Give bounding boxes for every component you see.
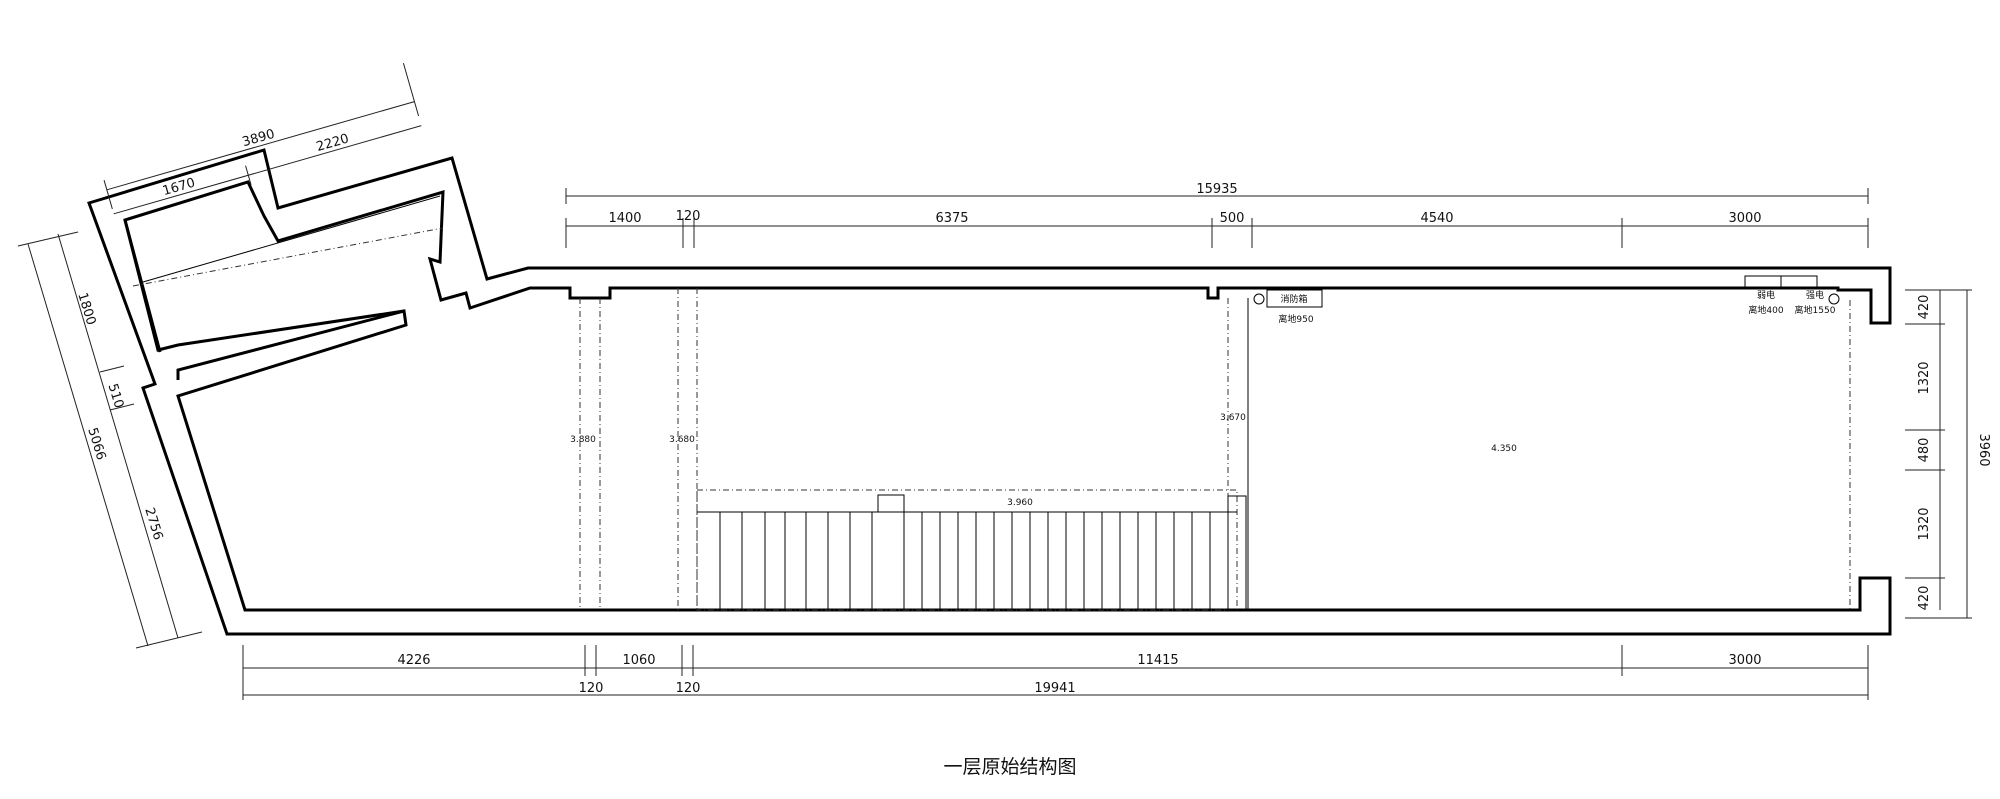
height-label: 3.680 <box>669 435 695 445</box>
height-label: 4.350 <box>1491 444 1517 454</box>
dim-label: 19941 <box>1034 681 1075 696</box>
dim-label: 6375 <box>935 211 968 226</box>
height-label: 3.670 <box>1220 413 1246 423</box>
dim-label: 120 <box>676 209 701 224</box>
pipe-circle-1 <box>1253 293 1265 305</box>
staircase <box>696 489 1247 611</box>
strong-elec-height-label: 离地1550 <box>1795 304 1836 316</box>
height-label: 3.880 <box>570 435 596 445</box>
dim-label: 1400 <box>608 211 641 226</box>
fire-box-height-label: 离地950 <box>1278 313 1313 325</box>
dim-label: 120 <box>676 681 701 696</box>
dim-label: 420 <box>1917 295 1932 320</box>
dim-label: 510 <box>105 382 127 410</box>
dim-left: 1800 510 5066 2756 <box>17 231 203 649</box>
height-label: 3.960 <box>1007 498 1033 508</box>
dim-bottom-total: 120 120 19941 <box>243 681 1868 696</box>
dim-label: 1060 <box>622 653 655 668</box>
dim-right: 420 1320 480 1320 420 3960 <box>1905 289 1991 619</box>
strong-elec-label: 强电 <box>1806 289 1824 301</box>
dim-bottom-segments: 4226 1060 11415 3000 <box>242 645 1869 700</box>
wing-dashline-2 <box>132 227 444 287</box>
wing-inner-wall <box>123 219 162 353</box>
dim-label: 500 <box>1220 211 1245 226</box>
dim-label: 3960 <box>1976 433 1991 466</box>
dim-label: 420 <box>1917 586 1932 611</box>
drawing-title: 一层原始结构图 <box>943 756 1076 778</box>
wing-partition <box>176 309 405 380</box>
dim-label: 480 <box>1917 438 1932 463</box>
dim-label: 120 <box>579 681 604 696</box>
outer-wall <box>87 148 1892 636</box>
dim-label: 4226 <box>397 653 430 668</box>
dim-label: 15935 <box>1196 182 1237 197</box>
strong-elec-box <box>1780 275 1818 289</box>
weak-elec-height-label: 离地400 <box>1748 304 1783 316</box>
dim-top-total: 15935 <box>565 182 1869 204</box>
fire-box-label: 消防箱 <box>1280 293 1307 305</box>
dim-label: 1320 <box>1917 507 1932 540</box>
wing-dashline-1 <box>142 195 441 283</box>
dim-label: 4540 <box>1420 211 1453 226</box>
dim-wing-top: 3890 1670 2220 <box>103 63 422 215</box>
dim-label: 11415 <box>1137 653 1178 668</box>
dim-top-segments: 1400 120 6375 500 4540 3000 <box>565 209 1869 248</box>
pipe-circle-2 <box>1828 293 1840 305</box>
dim-label: 3000 <box>1728 653 1761 668</box>
dim-label: 2756 <box>141 506 165 542</box>
dim-label: 1800 <box>74 291 98 327</box>
dim-label: 3000 <box>1728 211 1761 226</box>
weak-elec-label: 弱电 <box>1757 289 1775 301</box>
fire-box <box>1266 289 1323 308</box>
weak-elec-box <box>1744 275 1782 289</box>
dim-label: 1320 <box>1917 361 1932 394</box>
